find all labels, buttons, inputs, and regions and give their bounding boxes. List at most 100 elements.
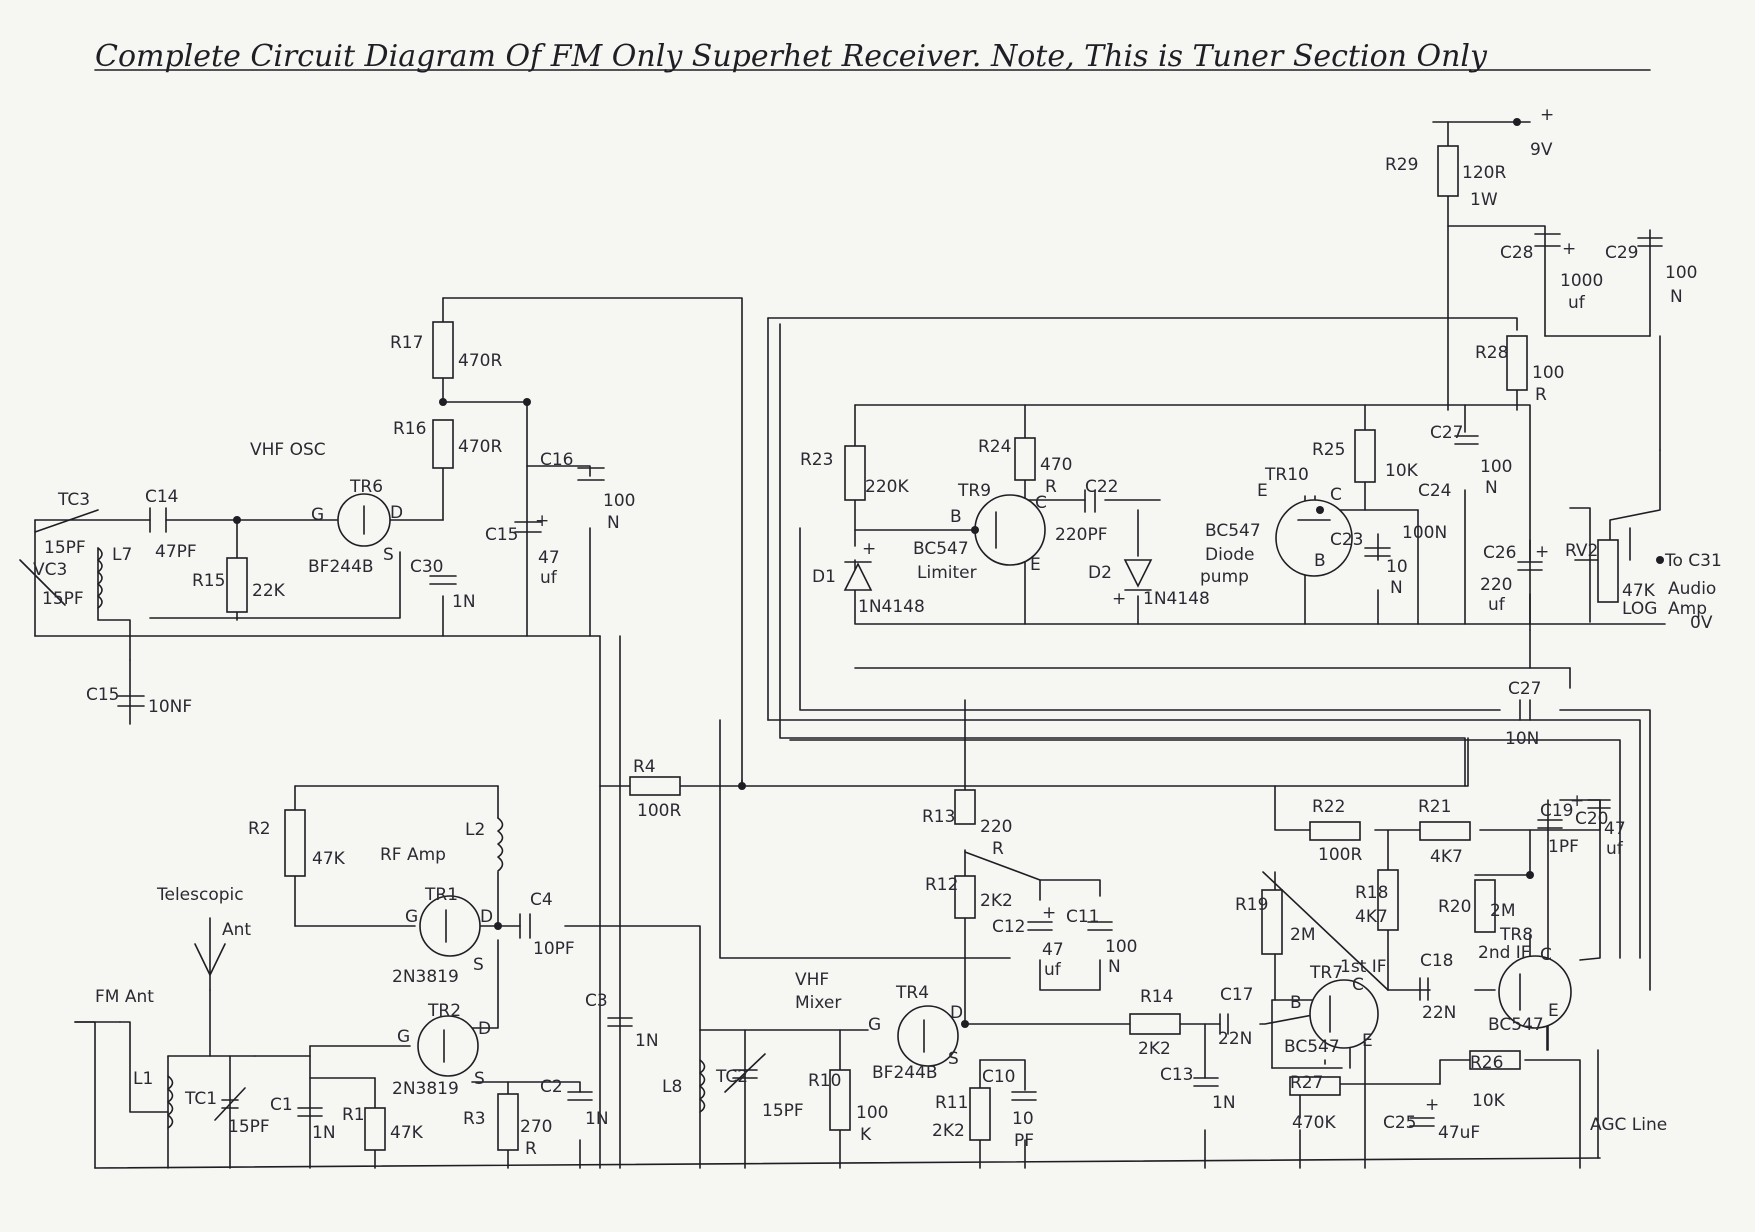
pin-tr2-s: S [474,1069,485,1089]
ref-r27: R27 [1290,1073,1323,1093]
val-c27a-2: N [1485,478,1498,498]
ref-c30: C30 [410,557,444,577]
ref-l7: L7 [112,545,132,565]
val-c29-1: 100 [1665,263,1697,283]
ref-r21: R21 [1418,797,1451,817]
label-rf-amp: RF Amp [380,845,446,865]
val-tc2: 15PF [762,1101,804,1121]
ref-r12: R12 [925,875,958,895]
val-c25: 47uF [1438,1123,1480,1143]
pol-d2: + [1112,589,1126,609]
val-c1: 1N [312,1123,336,1143]
val-c15a-2: uf [540,568,558,588]
val-c17: 22N [1218,1029,1252,1049]
pol-c25: + [1425,1095,1439,1115]
pin-tr8-e: E [1548,1001,1559,1021]
ref-r13: R13 [922,807,955,827]
label-agc-line: AGC Line [1590,1115,1667,1135]
tr1-symbol [419,895,481,957]
junctions [233,118,1664,1028]
pin-tr9-b: B [950,507,962,527]
ref-tc3: TC3 [57,490,90,510]
val-c3: 1N [635,1031,659,1051]
val-c26-2: uf [1488,595,1506,615]
ref-c1: C1 [270,1095,293,1115]
val-r19: 2M [1290,925,1315,945]
type-d2: 1N4148 [1143,589,1210,609]
wires [34,121,1666,1169]
tr7-symbol [1309,979,1379,1049]
val-c30: 1N [452,592,476,612]
ref-c2: C2 [540,1077,563,1097]
val-c10-2: PF [1014,1131,1034,1151]
transistors [337,493,1572,1077]
val-c27b: 10N [1505,729,1539,749]
val-r24-2: R [1045,477,1057,497]
ref-c10: C10 [982,1067,1016,1087]
ref-c20: C20 [1575,809,1609,829]
val-r3-2: R [525,1139,537,1159]
val-r21: 4K7 [1430,847,1463,867]
pin-tr2-d: D [478,1019,491,1039]
val-r17: 470R [458,351,502,371]
ref-r11: R11 [935,1093,968,1113]
diagram-title: Complete Circuit Diagram Of FM Only Supe… [95,39,1488,74]
tr4-symbol [897,1005,959,1067]
pin-tr10-b: B [1314,551,1326,571]
ref-d1: D1 [812,567,836,587]
val-r13-2: R [992,839,1004,859]
val-r12: 2K2 [980,891,1013,911]
ref-r24: R24 [978,437,1011,457]
ref-l2: L2 [465,820,485,840]
ref-c24: C24 [1418,481,1452,501]
ref-r18: R18 [1355,883,1388,903]
ref-c14: C14 [145,487,179,507]
val-r10-1: 100 [856,1103,888,1123]
val-c4: 10PF [533,939,575,959]
val-r25: 10K [1385,461,1419,481]
val-r13-1: 220 [980,817,1012,837]
val-c24: 100N [1402,523,1447,543]
ref-r3: R3 [463,1109,486,1129]
ref-r17: R17 [390,333,423,353]
pin-tr9-e: E [1030,555,1041,575]
val-c19: 1PF [1548,837,1579,857]
ref-tc2: TC2 [715,1067,748,1087]
label-limiter: Limiter [917,563,977,583]
val-c29-2: N [1670,287,1683,307]
label-telescopic-2: Ant [222,920,251,940]
val-r3-1: 270 [520,1117,552,1137]
pin-tr4-g: G [868,1015,881,1035]
val-r24-1: 470 [1040,455,1072,475]
ref-tr6: TR6 [349,477,383,497]
val-r10-2: K [860,1125,872,1145]
val-r27: 470K [1292,1113,1336,1133]
pin-tr1-g: G [405,907,418,927]
pol-c20: + [1570,791,1584,811]
ref-vc3: VC3 [33,560,67,580]
tr2-symbol [417,1015,479,1077]
pol-c26: + [1535,542,1549,562]
ref-c27a: C27 [1430,423,1464,443]
ref-r1: R1 [342,1105,365,1125]
tr8-symbol [1498,955,1572,1029]
val-tc1: 15PF [228,1117,270,1137]
val-c15b: 10NF [148,697,192,717]
val-c22: 220PF [1055,525,1107,545]
label-vhf-mixer-1: VHF [795,970,829,990]
ref-c31: To C31 [1664,551,1722,571]
val-c2: 1N [585,1109,609,1129]
ref-tr1: TR1 [424,885,458,905]
pol-c15a: + [535,511,549,531]
val-c28-1: 1000 [1560,271,1603,291]
pin-tr1-s: S [473,955,484,975]
val-c26-1: 220 [1480,575,1512,595]
val-rv2-2: LOG [1622,599,1657,619]
type-tr9: BC547 [913,539,969,559]
inductors [97,547,706,1129]
pin-tr4-d: D [950,1003,963,1023]
ref-tr7: TR7 [1309,963,1343,983]
ref-c3: C3 [585,991,608,1011]
